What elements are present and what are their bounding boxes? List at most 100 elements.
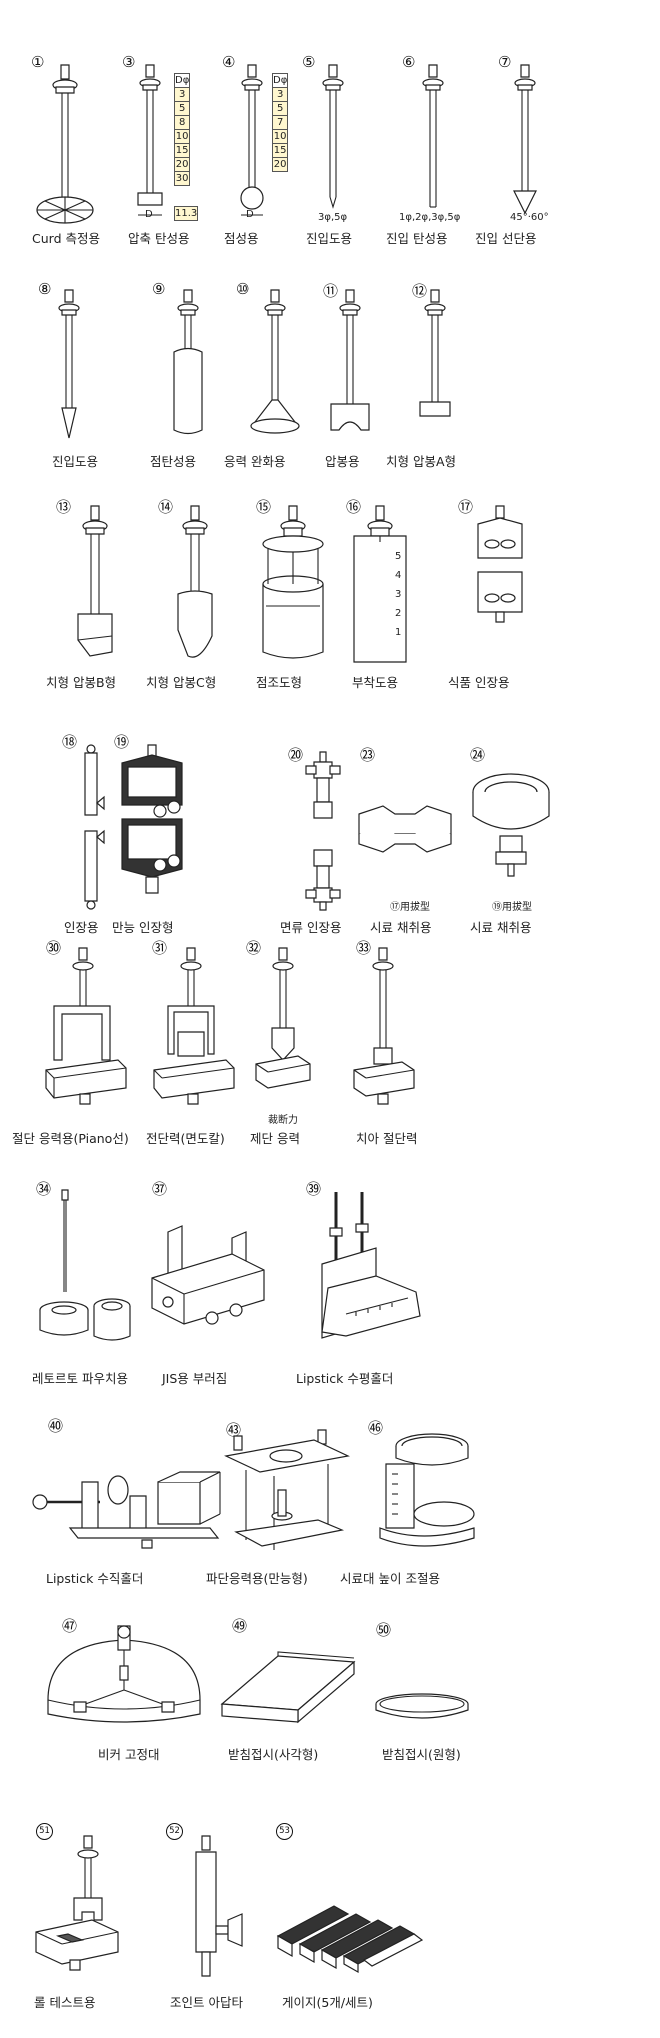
- diameter-table-3-extra: 11.3: [173, 206, 199, 221]
- lipstick-horizontal-holder-drawing: [316, 1192, 426, 1352]
- compression-probe-drawing: [130, 65, 170, 220]
- item-number: ⑳: [288, 746, 304, 764]
- razor-cutter-drawing: [148, 948, 238, 1118]
- item-number: ⑫: [412, 282, 428, 300]
- sample-cutter-drawing: [355, 800, 455, 860]
- round-tray-drawing: [372, 1688, 472, 1728]
- diameter-table-3: Dφ 3 5 8 10 15 20 30: [173, 73, 191, 186]
- item-number: ⑪: [323, 282, 339, 300]
- cone-probe-drawing: [510, 65, 540, 215]
- diameter-label: D: [246, 209, 254, 220]
- item-caption: Lipstick 수평홀더: [296, 1371, 394, 1386]
- penetration-probe-drawing: [318, 65, 348, 215]
- item-number: ㊲: [152, 1180, 168, 1198]
- consistency-probe-drawing: [258, 506, 328, 666]
- item-number: ㊸: [226, 1421, 242, 1439]
- item-caption: 치아 절단력: [356, 1131, 418, 1146]
- item-number: ⑰: [458, 498, 474, 516]
- table-cell: 10: [271, 129, 289, 144]
- item-number: ㊼: [62, 1617, 78, 1635]
- item-caption: 시료 채취용: [470, 920, 532, 935]
- jis-bending-drawing: [148, 1222, 268, 1342]
- scale-mark: 2: [395, 608, 402, 619]
- item-caption: 인장용: [64, 920, 99, 935]
- item-caption: 압축 탄성용: [128, 231, 190, 246]
- tooth-cutter-drawing: [350, 948, 420, 1118]
- item-caption: 롤 테스트용: [34, 1995, 96, 2010]
- curd-probe-drawing: [30, 65, 100, 235]
- scale-mark: 3: [395, 589, 402, 600]
- table-cell: 15: [271, 143, 289, 158]
- item-caption: 비커 고정대: [98, 1747, 160, 1762]
- item-caption: 점조도형: [256, 675, 303, 690]
- scale-mark: 5: [395, 551, 402, 562]
- item-caption: 면류 인장용: [280, 920, 342, 935]
- item-caption: 점탄성용: [150, 454, 197, 469]
- viscoelastic-probe-drawing: [168, 290, 208, 445]
- adhesion-probe-drawing: [350, 506, 410, 666]
- item-number: ④: [222, 53, 236, 71]
- diameter-label: 1φ,2φ,3φ,5φ: [399, 212, 461, 223]
- item-number: 53: [276, 1823, 293, 1840]
- cutting-stress-drawing: [250, 948, 320, 1108]
- plunger-probe-drawing: [325, 290, 375, 445]
- item-caption: 만능 인장형: [112, 920, 174, 935]
- needle-probe-drawing: [54, 290, 84, 445]
- item-caption: 진입 탄성용: [386, 231, 448, 246]
- diameter-label: D: [145, 209, 153, 220]
- item-number: ㊿: [376, 1621, 392, 1639]
- viscosity-probe-drawing: [232, 65, 272, 220]
- item-caption: 제단 응력: [250, 1131, 300, 1146]
- table-cell: 3: [271, 87, 289, 102]
- item-caption: 응력 완화용: [224, 454, 286, 469]
- item-number: ⑯: [346, 498, 362, 516]
- item-caption: 치형 압봉A형: [386, 454, 457, 469]
- item-number: ⑱: [62, 733, 78, 751]
- tooth-probe-a-drawing: [410, 290, 460, 445]
- tooth-probe-b-drawing: [70, 506, 120, 666]
- diameter-table-4: Dφ 3 5 7 10 15 20: [271, 73, 289, 172]
- item-caption: Curd 측정용: [32, 231, 100, 246]
- item-number: ㊻: [368, 1419, 384, 1437]
- item-number: ㉜: [246, 939, 262, 957]
- item-number: ⑤: [302, 53, 316, 71]
- tensile-grip-drawing: [76, 745, 106, 910]
- item-caption: 전단력(면도칼): [146, 1131, 225, 1146]
- noodle-tensile-drawing: [298, 752, 348, 912]
- wire-cutter-drawing: [40, 948, 130, 1118]
- item-caption: 게이지(5개/세트): [282, 1995, 373, 2010]
- table-cell: 11.3: [173, 206, 199, 221]
- item-number: ㊴: [306, 1180, 322, 1198]
- table-cell: 20: [173, 157, 191, 172]
- joint-adapter-drawing: [180, 1836, 250, 1986]
- item-number: ⑮: [256, 498, 272, 516]
- table-header: Dφ: [173, 73, 191, 88]
- table-cell: 30: [173, 171, 191, 186]
- gauge-set-drawing: [274, 1896, 424, 1976]
- table-header: Dφ: [271, 73, 289, 88]
- item-caption: 절단 응력용(Piano선): [12, 1131, 129, 1146]
- item-note: 裁断力: [268, 1115, 298, 1126]
- item-caption: 시료 채취용: [370, 920, 432, 935]
- scale-mark: 4: [395, 570, 402, 581]
- item-caption: 치형 압봉B형: [46, 675, 117, 690]
- oval-sample-cutter-drawing: [466, 770, 556, 885]
- item-number: ⑩: [236, 280, 250, 298]
- table-cell: 15: [173, 143, 191, 158]
- diameter-label: 3φ,5φ: [318, 212, 348, 223]
- item-number: 52: [166, 1823, 183, 1840]
- item-number: ③: [122, 53, 136, 71]
- item-number: ㉔: [470, 746, 486, 764]
- item-number: ⑥: [402, 53, 416, 71]
- item-caption: 진입도용: [52, 454, 99, 469]
- table-cell: 3: [173, 87, 191, 102]
- angle-label: 45°·60°: [510, 212, 549, 223]
- food-tensile-drawing: [470, 506, 530, 666]
- item-caption: Lipstick 수직홀더: [46, 1571, 144, 1586]
- scale-mark: 1: [395, 627, 402, 638]
- item-note: ⑰用拔型: [390, 902, 430, 913]
- item-caption: 레토르토 파우치용: [32, 1371, 128, 1386]
- stress-relaxation-probe-drawing: [245, 290, 305, 445]
- item-caption: 진입 선단용: [475, 231, 537, 246]
- item-caption: 받침접시(원형): [382, 1747, 461, 1762]
